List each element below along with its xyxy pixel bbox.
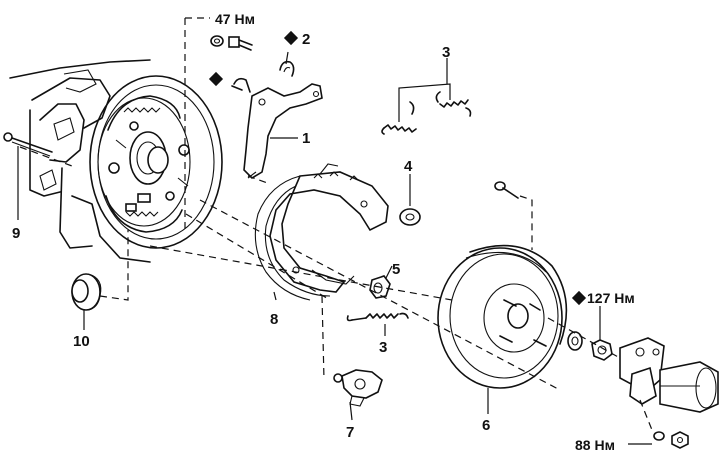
torque-88: 88 Нм [575,437,615,453]
diamond-icon [283,30,299,46]
top-bolt-washer [210,35,253,51]
clip-left [231,77,251,93]
callout-10: 10 [73,333,90,350]
callout-2: 2 [302,31,310,48]
callout-4: 4 [404,158,413,175]
assembly-lines [19,17,653,431]
hub-washer-nut [567,331,613,361]
diamond-icon [571,290,587,306]
part-1-lever [243,83,323,180]
torque-127: 127 Нм [587,290,635,306]
part-4-washer [399,208,421,226]
callout-8: 8 [270,311,278,328]
axle-housing [9,59,151,263]
part-9-bolt [3,132,53,157]
part-10-grommet [71,273,102,311]
drive-shaft [619,337,719,413]
callout-9: 9 [12,225,20,242]
part-3-spring-bottom [346,312,409,322]
part-8-brake-shoes [254,163,389,301]
bottom-bolt-nut [653,431,689,449]
callout-6: 6 [482,417,490,434]
callout-1: 1 [302,130,310,147]
part-6-brake-drum [437,244,568,389]
part-3-springs-top [381,91,472,135]
callout-3-bottom: 3 [379,339,387,356]
callout-3-top: 3 [442,44,450,61]
callout-7: 7 [346,424,354,441]
leader-lines [17,51,652,445]
drum-screw [494,181,519,199]
diamond-icon [208,71,224,87]
backing-plate [89,75,223,249]
part-7-wheel-cylinder [333,369,383,407]
callout-5: 5 [392,261,400,278]
part-2-clip [279,60,295,77]
torque-47: 47 Нм [215,11,255,27]
